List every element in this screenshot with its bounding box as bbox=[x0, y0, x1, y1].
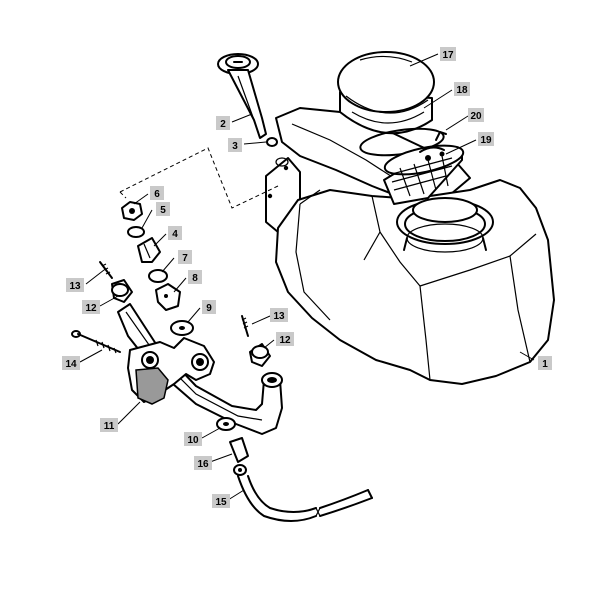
washer-5 bbox=[127, 226, 145, 238]
svg-text:16: 16 bbox=[197, 459, 209, 470]
svg-text:9: 9 bbox=[206, 303, 212, 314]
svg-text:14: 14 bbox=[65, 359, 77, 370]
svg-text:1: 1 bbox=[542, 359, 548, 370]
assembly-dash-line bbox=[119, 147, 279, 209]
callout-5: 5 bbox=[156, 202, 170, 216]
bolt-14 bbox=[71, 330, 121, 354]
callout-13-right: 13 bbox=[270, 308, 288, 322]
fitting-4 bbox=[137, 237, 161, 263]
o-ring-7 bbox=[148, 269, 168, 283]
callout-19: 19 bbox=[478, 132, 494, 146]
callout-20: 20 bbox=[468, 108, 484, 122]
callout-2: 2 bbox=[216, 116, 230, 130]
callout-14: 14 bbox=[62, 356, 80, 370]
svg-text:4: 4 bbox=[172, 229, 178, 240]
leader-lines bbox=[79, 53, 535, 501]
filler-strainer bbox=[383, 144, 465, 205]
callout-17: 17 bbox=[440, 47, 456, 61]
hex-nut-6 bbox=[121, 201, 143, 221]
callout-12-left: 12 bbox=[82, 300, 100, 314]
callout-11: 11 bbox=[100, 418, 118, 432]
primer-plunger bbox=[217, 53, 267, 139]
callout-12-right: 12 bbox=[276, 332, 294, 346]
callout-18: 18 bbox=[454, 82, 470, 96]
svg-text:3: 3 bbox=[232, 141, 238, 152]
svg-text:15: 15 bbox=[215, 497, 227, 508]
svg-text:17: 17 bbox=[442, 50, 454, 61]
fuel-tank bbox=[265, 107, 555, 385]
callout-15: 15 bbox=[212, 494, 230, 508]
svg-text:12: 12 bbox=[85, 303, 97, 314]
retaining-clip bbox=[435, 131, 447, 141]
svg-text:7: 7 bbox=[182, 253, 188, 264]
screw-13-left bbox=[99, 261, 113, 279]
callout-8: 8 bbox=[188, 270, 202, 284]
svg-text:20: 20 bbox=[470, 111, 482, 122]
callout-3: 3 bbox=[228, 138, 242, 152]
callout-4: 4 bbox=[168, 226, 182, 240]
svg-text:13: 13 bbox=[273, 311, 285, 322]
o-ring-3 bbox=[266, 137, 278, 147]
callout-16: 16 bbox=[194, 456, 212, 470]
callout-7: 7 bbox=[178, 250, 192, 264]
grommet-12-left bbox=[111, 279, 133, 303]
callout-13-left: 13 bbox=[66, 278, 84, 292]
hose-fitting-16 bbox=[229, 437, 249, 476]
tank-bracket bbox=[117, 303, 283, 435]
svg-text:12: 12 bbox=[279, 335, 291, 346]
callout-6: 6 bbox=[150, 186, 164, 200]
svg-text:8: 8 bbox=[192, 273, 198, 284]
callout-9: 9 bbox=[202, 300, 216, 314]
fuel-hose bbox=[237, 475, 373, 522]
svg-text:18: 18 bbox=[456, 85, 468, 96]
washer-10 bbox=[216, 417, 236, 431]
washer-9 bbox=[170, 320, 194, 336]
svg-text:11: 11 bbox=[104, 421, 115, 432]
svg-text:5: 5 bbox=[160, 205, 166, 216]
fuel-pickup-8 bbox=[155, 283, 181, 311]
svg-text:6: 6 bbox=[154, 189, 160, 200]
grommet-12-right bbox=[249, 343, 271, 367]
svg-text:13: 13 bbox=[69, 281, 81, 292]
tank-cap bbox=[337, 51, 435, 135]
svg-text:19: 19 bbox=[480, 135, 492, 146]
callout-10: 10 bbox=[184, 432, 202, 446]
screw-13-right bbox=[241, 315, 249, 337]
svg-text:2: 2 bbox=[220, 119, 226, 130]
callout-1: 1 bbox=[538, 356, 552, 370]
svg-text:10: 10 bbox=[187, 435, 199, 446]
